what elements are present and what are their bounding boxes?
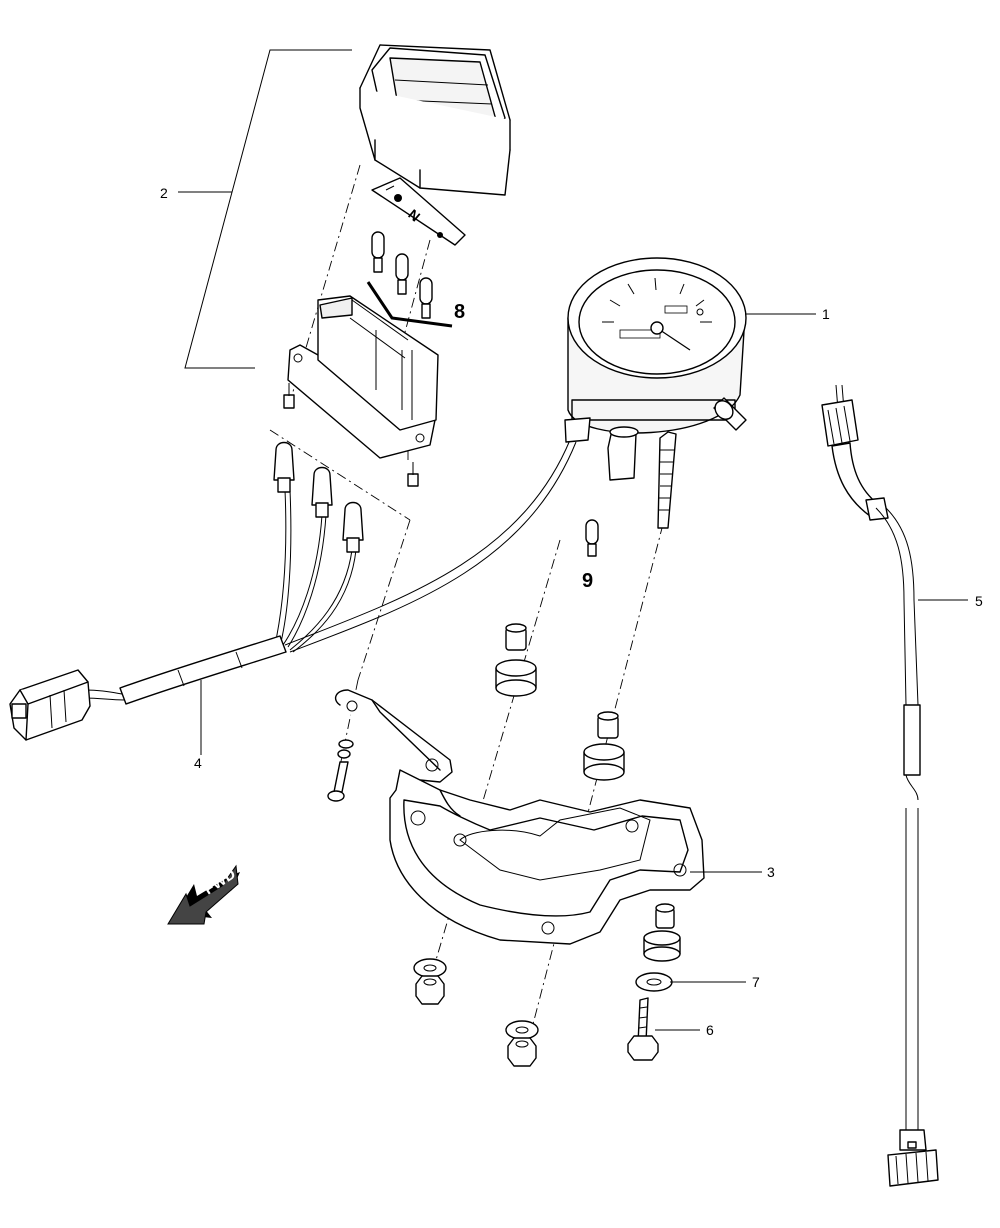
harness-sleeve <box>84 635 287 705</box>
speedometer-cable <box>821 384 939 1187</box>
indicator-housing-assembly: N <box>283 44 511 487</box>
washer-part-7 <box>635 972 673 992</box>
callout-3: 3 <box>767 864 775 880</box>
grommet-left <box>495 659 537 697</box>
cable-lower-nut <box>887 1149 939 1187</box>
rubber-mounts <box>495 623 625 781</box>
cable-upper-nut <box>821 399 859 447</box>
indicator-bulbs <box>371 231 433 319</box>
trip-reset-knob <box>713 397 747 431</box>
indicator-plate: N <box>371 177 466 246</box>
harness-wires <box>275 429 577 653</box>
collar-right <box>597 711 619 739</box>
leader-lines <box>178 49 968 1031</box>
speedometer-cable-socket <box>607 426 639 481</box>
coupler-connector <box>9 669 91 741</box>
wire-harness <box>9 429 577 741</box>
collar-small <box>655 903 675 929</box>
speedometer <box>564 257 747 529</box>
forward-direction-arrow: FWD <box>167 864 240 925</box>
callout-8: 8 <box>454 301 465 323</box>
callout-2: 2 <box>160 185 168 201</box>
callout-6: 6 <box>706 1022 714 1038</box>
bullet-connectors <box>273 441 364 553</box>
meter-bracket <box>334 689 705 945</box>
bolt-part-6 <box>627 997 659 1061</box>
washer-nut-set-right <box>505 1020 539 1067</box>
meter-bulb <box>585 519 599 557</box>
callout-labels: 2 1 8 9 5 4 3 7 6 <box>160 185 983 1038</box>
callout-9: 9 <box>582 570 593 592</box>
indicator-cover <box>359 44 511 196</box>
callout-5: 5 <box>975 593 983 609</box>
collar-left <box>505 623 527 651</box>
washer-nut-set-left <box>413 958 447 1005</box>
bulb-socket-housing <box>287 295 439 459</box>
callout-7: 7 <box>752 974 760 990</box>
bracket-fasteners-left <box>327 739 354 802</box>
callout-4: 4 <box>194 755 202 771</box>
housing-screws <box>283 383 419 487</box>
grommet-small <box>643 930 681 962</box>
speedometer-stud <box>657 431 677 529</box>
callout-1: 1 <box>822 306 830 322</box>
grommet-right <box>583 743 625 781</box>
bolt-grommet-stack <box>627 903 681 1061</box>
